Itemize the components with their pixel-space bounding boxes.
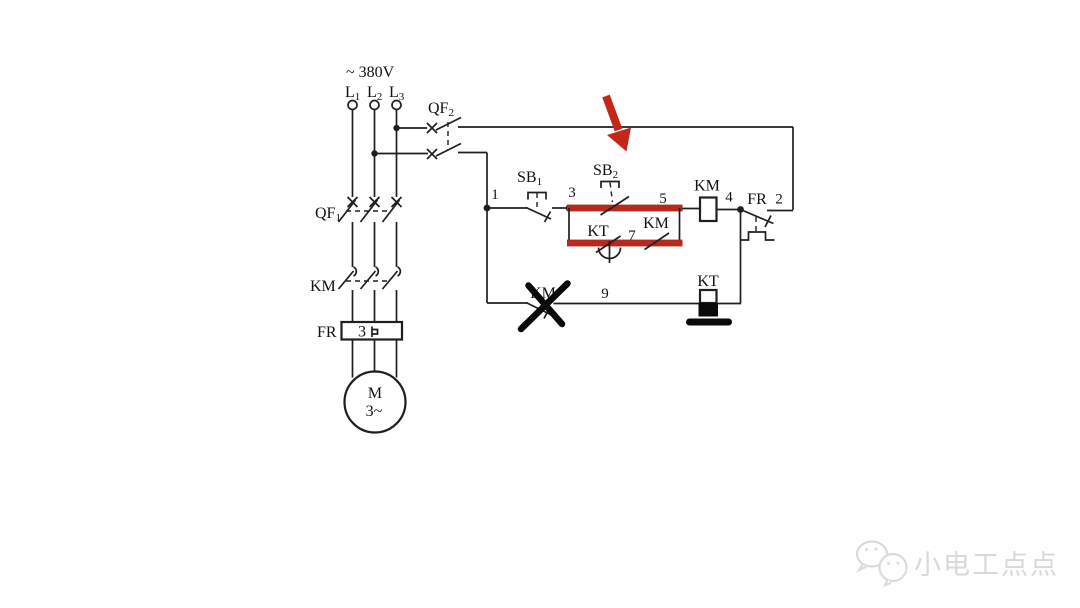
node-5: 5 xyxy=(659,191,667,207)
node-4: 4 xyxy=(725,190,733,206)
motor-phases: 3~ xyxy=(366,403,383,420)
fr-thermal-element: FR 3 xyxy=(317,320,404,341)
self-holding-branch: KT 7 KM xyxy=(567,208,683,263)
arrow-shaft xyxy=(602,94,623,132)
node-1: 1 xyxy=(491,187,499,203)
thermal-trip-icon xyxy=(740,231,775,241)
km-coil-box xyxy=(698,196,718,223)
sb2-label: SB2 xyxy=(593,162,618,181)
node-7: 7 xyxy=(628,228,636,244)
kt-coil-underline-mark xyxy=(686,318,732,326)
fr-aux-label: FR xyxy=(747,191,767,208)
qf2-breaker: QF2 xyxy=(371,100,794,303)
kt-coil: KT xyxy=(686,273,732,326)
wire-highlight-top xyxy=(567,204,683,212)
phase-l1-label: L1 xyxy=(345,84,360,103)
kt-coil-highlight-block xyxy=(698,303,718,317)
fr-main-label: FR xyxy=(317,324,337,341)
km-main-contacts: KM xyxy=(310,266,402,295)
kt-coil-box xyxy=(698,288,718,305)
heater-symbol-icon xyxy=(371,326,379,337)
motor-letter: M xyxy=(368,385,382,402)
km-main-label: KM xyxy=(310,278,336,295)
motor-circle xyxy=(343,370,407,434)
fr-poles-count: 3 xyxy=(358,324,366,341)
qf1-pole-symbols xyxy=(337,196,403,223)
terminal-l3 xyxy=(391,99,402,111)
fr-box xyxy=(340,320,404,341)
wire-highlight-bottom xyxy=(567,239,683,247)
voltage-label: ~ 380V xyxy=(346,64,395,81)
arrow-head xyxy=(607,127,631,152)
power-supply-labels: ~ 380V L1 L2 L3 xyxy=(345,64,405,111)
kt-delay-contact: KT xyxy=(587,223,622,263)
kt-contact-label: KT xyxy=(587,223,609,240)
kt-coil-branch: KM 9 KT xyxy=(487,209,742,326)
node-3: 3 xyxy=(568,185,576,201)
sb2-start-button: SB2 xyxy=(593,162,630,216)
node-9: 9 xyxy=(601,286,609,302)
km-aux-label: KM xyxy=(643,215,669,232)
watermark: 小电工点点 xyxy=(855,540,1059,587)
phase-l2-label: L2 xyxy=(367,84,382,103)
watermark-text: 小电工点点 xyxy=(914,550,1059,580)
qf1-breaker: QF1 xyxy=(315,196,403,224)
control-line-main: 1 SB1 3 SB2 5 KM 4 FR 2 xyxy=(483,162,793,243)
qf2-label: QF2 xyxy=(428,100,454,119)
qf1-label: QF1 xyxy=(315,205,341,224)
wechat-logo-icon xyxy=(855,540,908,587)
control-feed-left xyxy=(458,151,488,303)
terminal-l1 xyxy=(347,99,358,111)
terminal-l2 xyxy=(369,99,380,111)
km-aux-contact: KM xyxy=(643,215,670,251)
red-arrow-annotation xyxy=(602,94,631,152)
cross-out-annotation xyxy=(517,280,571,333)
kt-coil-label: KT xyxy=(697,273,719,290)
sb1-stop-button: SB1 xyxy=(517,169,552,223)
phase-l3-label: L3 xyxy=(389,84,405,103)
motor: M 3~ xyxy=(343,370,407,434)
fr-nc-contact: FR 2 xyxy=(740,191,793,241)
node-2: 2 xyxy=(775,192,783,208)
sb1-label: SB1 xyxy=(517,169,542,188)
km-coil-label: KM xyxy=(694,178,720,195)
km-main-contact-symbols xyxy=(337,266,402,290)
km-coil: KM xyxy=(694,178,720,223)
